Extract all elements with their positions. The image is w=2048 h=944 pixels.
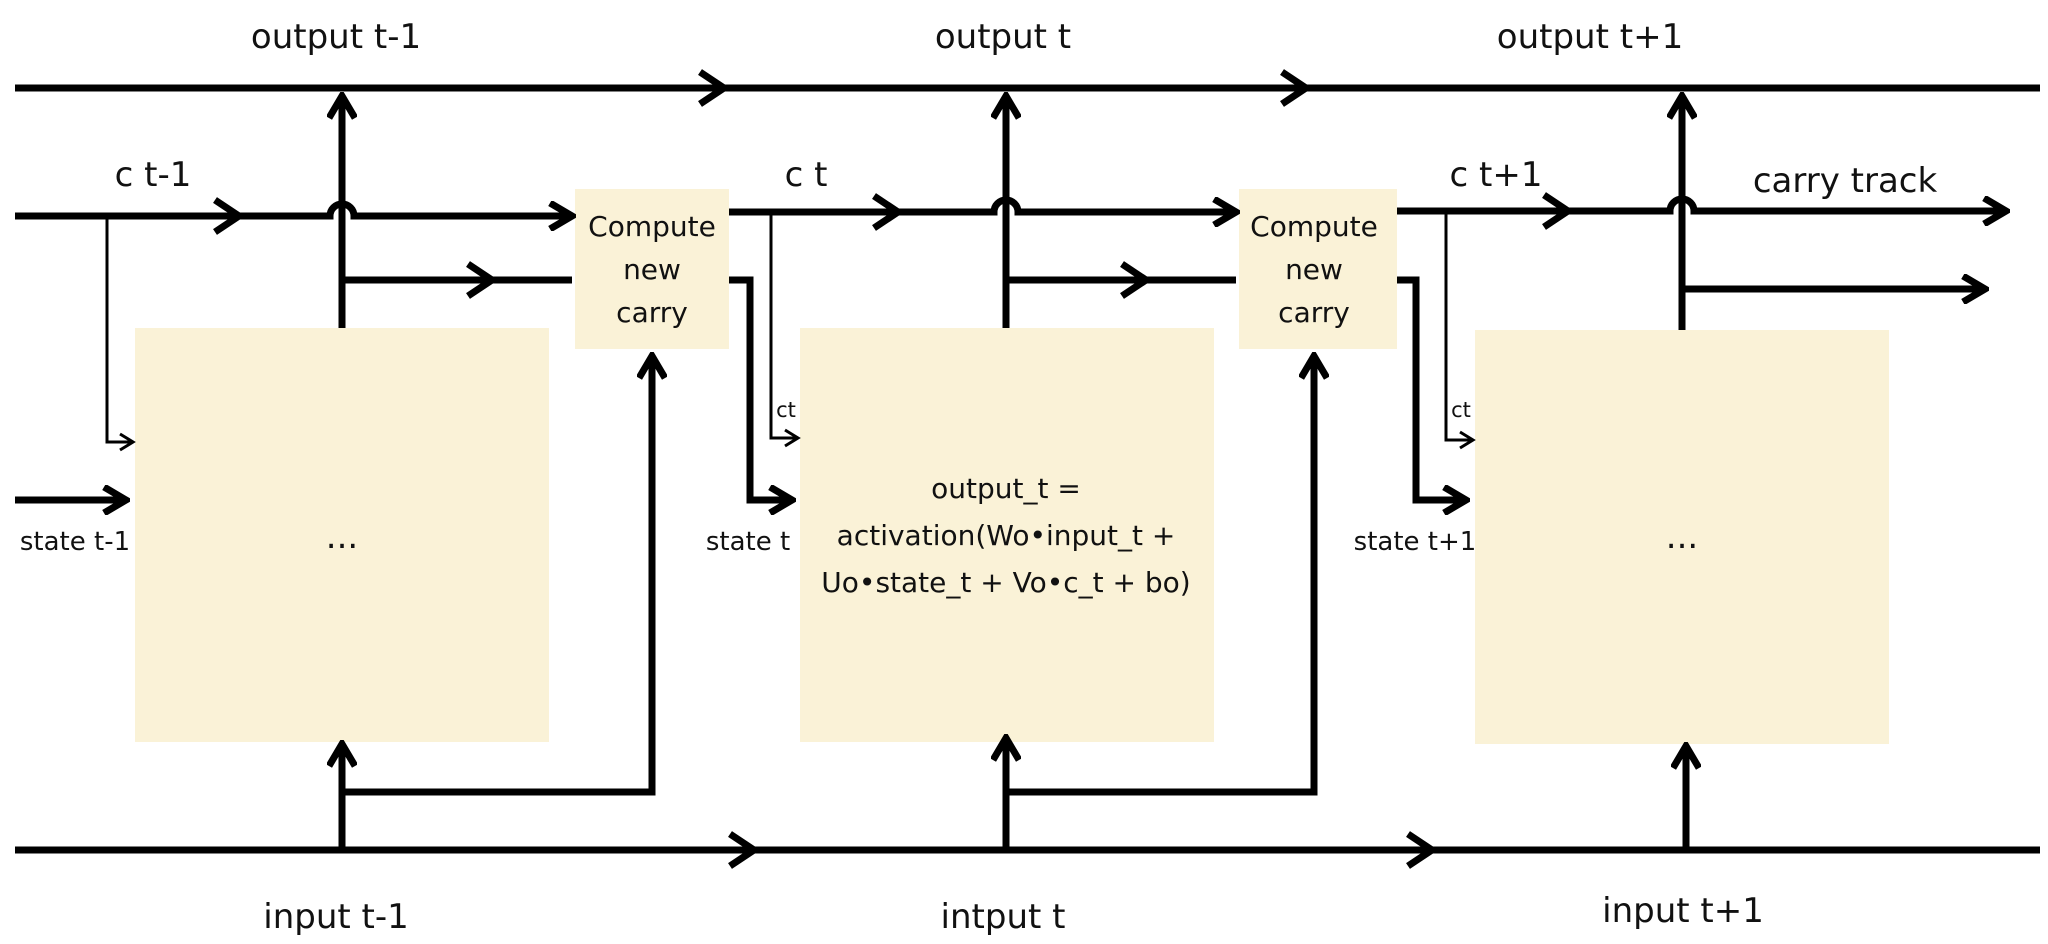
carry-arrowhead-c-t [872,193,905,231]
cell-right-ellipsis: ... [1666,517,1698,557]
compute-1-line-3: carry [616,296,688,329]
formula-line-2: activation(Wo•input_t + [837,519,1176,552]
compute-carry-box-1 [575,189,729,349]
compute-1-line-2: new [623,253,681,286]
input-to-compute-1 [342,356,652,796]
compute-2-line-1: Compute [1250,210,1378,243]
label-ct-middle: ct [776,398,796,422]
label-c-t-minus-1: c t-1 [115,155,192,195]
input-track-arrowhead-1 [728,831,761,869]
carry-drop-middle [769,212,801,448]
formula-line-1: output_t = [931,472,1081,505]
compute-carry-text-2: Compute new carry [1250,210,1378,329]
label-state-t-plus-1: state t+1 [1354,527,1477,557]
compute-2-line-2: new [1285,253,1343,286]
label-c-t: c t [785,155,828,195]
input-track-arrowhead-2 [1406,831,1439,869]
label-state-t-minus-1: state t-1 [20,527,130,557]
compute-2-line-3: carry [1278,296,1350,329]
state-arrow-t-plus-1 [1397,276,1466,500]
cell-box-left [135,328,549,742]
output-track-arrowhead-1 [698,69,731,107]
output-to-compute-1-arrowhead [466,261,499,299]
compute-carry-box-2 [1239,189,1397,349]
carry-drop-left [105,216,136,452]
label-input-t: intput t [941,897,1066,937]
carry-track-segment-1 [15,200,572,216]
label-input-t-plus-1: input t+1 [1602,891,1764,931]
cell-middle-formula: output_t = activation(Wo•input_t + Uo•st… [821,472,1190,599]
output-track-arrowhead-2 [1280,69,1313,107]
carry-arrowhead-c-t-plus-1 [1542,192,1575,230]
carry-arrowhead-c-t-1 [213,197,246,235]
label-ct-right: ct [1451,398,1471,422]
compute-carry-text-1: Compute new carry [588,210,716,329]
formula-line-3: Uo•state_t + Vo•c_t + bo) [821,566,1190,599]
cell-left-ellipsis: ... [326,517,358,557]
carry-track-segment-2 [729,196,1236,212]
compute-1-line-1: Compute [588,210,716,243]
input-to-compute-2 [1006,356,1314,796]
cell-box-right [1475,330,1889,744]
carry-drop-right [1444,211,1476,450]
cell-box-middle [800,328,1214,742]
label-carry-track: carry track [1753,161,1938,201]
label-output-t-minus-1: output t-1 [251,17,421,57]
label-output-t: output t [935,17,1071,57]
label-state-t: state t [706,527,790,557]
label-input-t-minus-1: input t-1 [263,897,409,937]
output-to-compute-2-arrowhead [1120,261,1153,299]
label-c-t-plus-1: c t+1 [1450,155,1543,195]
state-arrow-t [729,276,792,500]
label-output-t-plus-1: output t+1 [1497,17,1683,57]
